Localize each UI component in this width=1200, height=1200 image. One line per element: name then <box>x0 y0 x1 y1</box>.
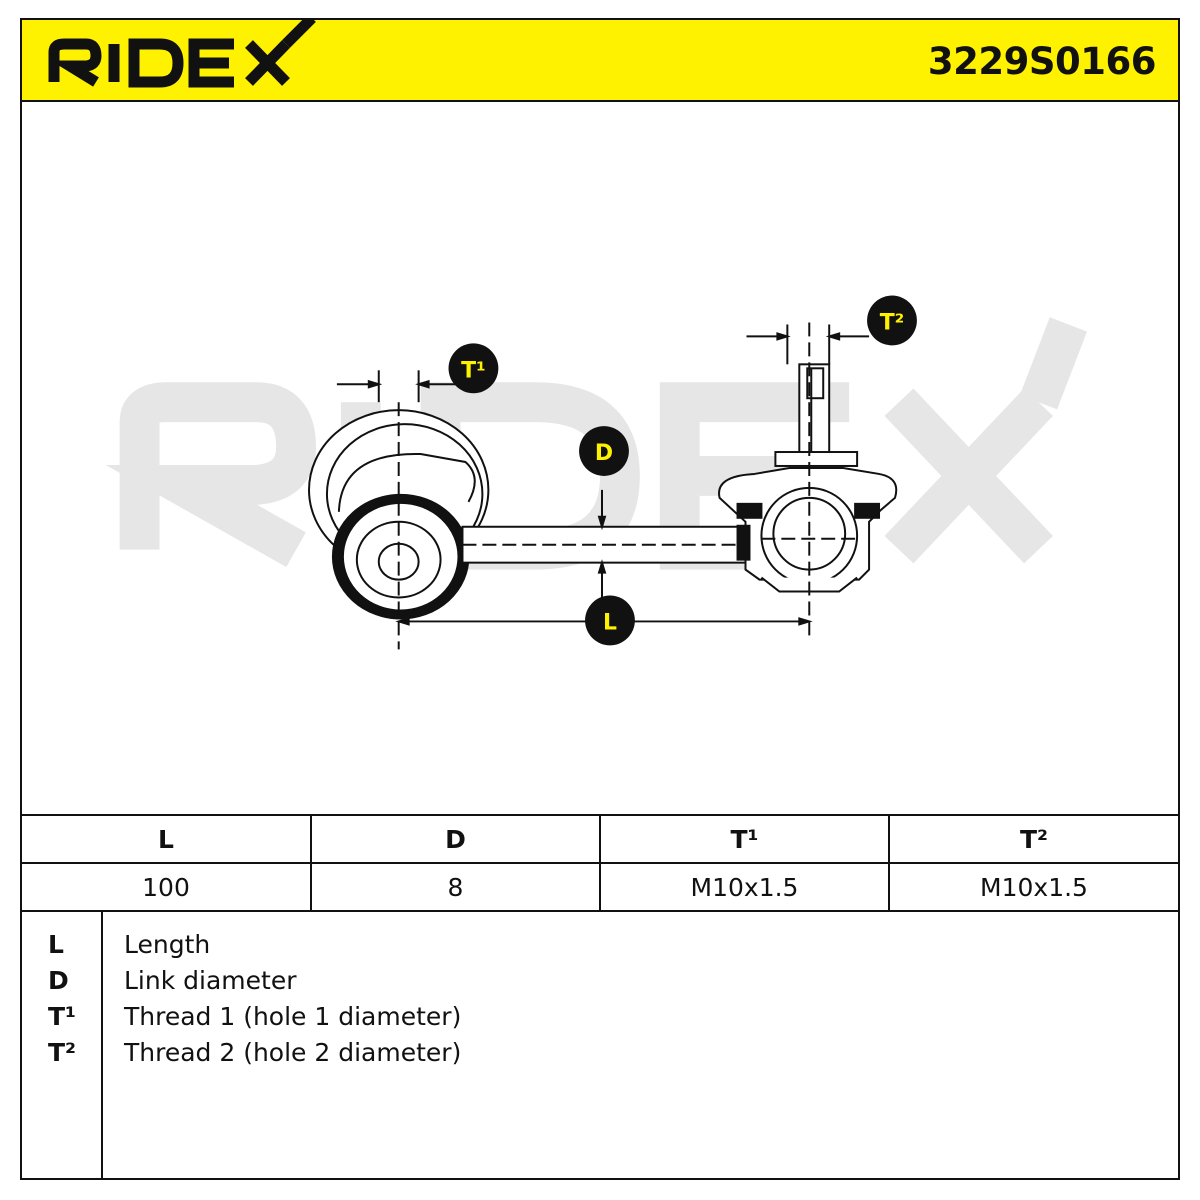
svg-text:D: D <box>595 441 613 466</box>
svg-text:L: L <box>603 610 617 635</box>
svg-text:T¹: T¹ <box>461 358 486 383</box>
legend-item: L Length <box>22 930 1178 966</box>
spec-value-l: 100 <box>22 862 312 912</box>
product-sheet: 3229S0166 <box>20 18 1180 1180</box>
callout-t1: T¹ <box>448 343 499 394</box>
spec-value-d: 8 <box>310 862 601 912</box>
callout-l: L <box>585 595 635 646</box>
legend-desc: Thread 2 (hole 2 diameter) <box>124 1038 462 1067</box>
header-bar: 3229S0166 <box>22 20 1178 102</box>
callout-t2: T² <box>867 295 917 346</box>
ridex-logo <box>48 20 316 88</box>
spec-header-t2: T² <box>888 814 1178 864</box>
part-number: 3229S0166 <box>927 40 1157 83</box>
callout-d: D <box>579 426 629 476</box>
legend: L Length D Link diameter T¹ Thread 1 (ho… <box>22 912 1178 1178</box>
svg-text:T²: T² <box>880 310 905 335</box>
legend-key: L <box>48 930 64 959</box>
legend-divider <box>101 912 103 1178</box>
spec-value-t1: M10x1.5 <box>599 862 890 912</box>
spec-table: L D T¹ T² 100 8 M10x1.5 M10x1.5 <box>22 814 1178 912</box>
legend-key: T² <box>48 1038 77 1067</box>
spec-header-t1: T¹ <box>599 814 890 864</box>
legend-desc: Thread 1 (hole 1 diameter) <box>124 1002 462 1031</box>
spec-header-l: L <box>22 814 312 864</box>
spec-value-row: 100 8 M10x1.5 M10x1.5 <box>22 862 1178 912</box>
spec-header-row: L D T¹ T² <box>22 814 1178 864</box>
legend-item: D Link diameter <box>22 966 1178 1002</box>
legend-desc: Link diameter <box>124 966 297 995</box>
legend-item: T¹ Thread 1 (hole 1 diameter) <box>22 1002 1178 1038</box>
legend-key: T¹ <box>48 1002 77 1031</box>
legend-key: D <box>48 966 69 995</box>
legend-item: T² Thread 2 (hole 2 diameter) <box>22 1038 1178 1074</box>
spec-header-d: D <box>310 814 601 864</box>
legend-desc: Length <box>124 930 211 959</box>
technical-drawing: T¹ T² D L <box>105 295 1087 650</box>
spec-value-t2: M10x1.5 <box>888 862 1178 912</box>
